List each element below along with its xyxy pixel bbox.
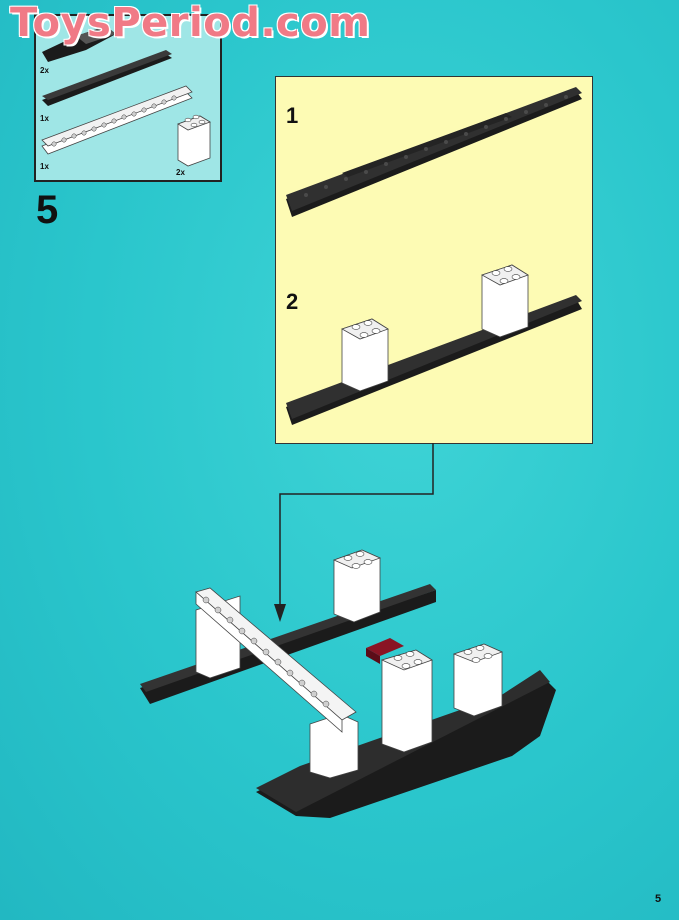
substep-illustration [286, 87, 582, 425]
step-number: 5 [36, 188, 59, 232]
substep-panel: 1 2 [275, 76, 593, 444]
parts-list-callout: 2x 1x 1x 2x [34, 14, 222, 182]
part-qty: 2x [176, 168, 185, 177]
part-qty: 1x [40, 162, 49, 171]
page-number: 5 [655, 893, 662, 905]
part-qty: 2x [40, 66, 49, 75]
parts-illustration [41, 26, 211, 167]
substep-label: 1 [286, 103, 299, 128]
part-qty: 1x [40, 114, 49, 123]
substep-label: 2 [286, 289, 299, 314]
watermark-logo: ToysPeriod.com [10, 0, 371, 46]
